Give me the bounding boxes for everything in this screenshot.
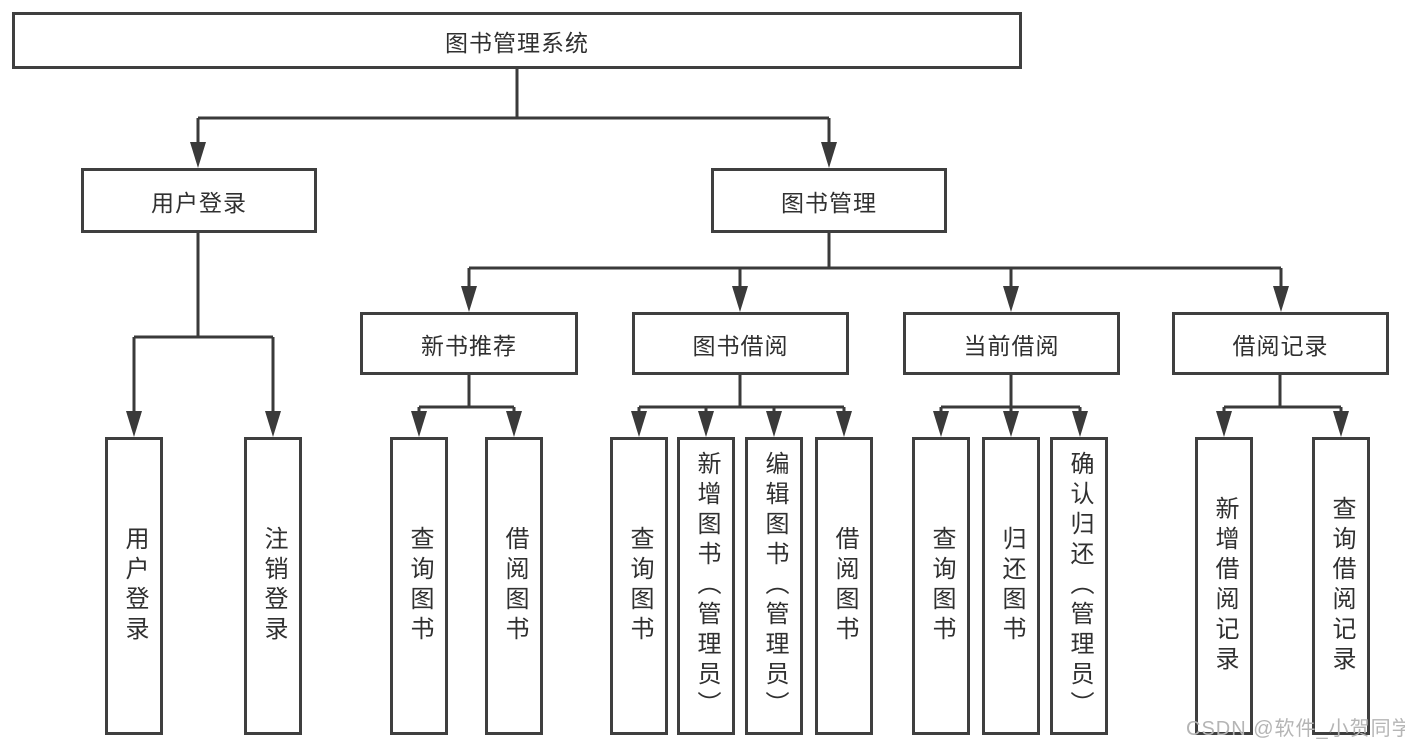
arrow-down-icon — [1003, 286, 1019, 312]
connector-book-mgmt-group — [461, 233, 1289, 312]
arrow-down-icon — [1216, 411, 1232, 437]
node-nr-borrow-books: 借阅图书 — [485, 437, 543, 735]
node-book-borrow-label: 图书借阅 — [692, 332, 789, 359]
node-cb-query-books: 查询图书 — [912, 437, 970, 735]
arrow-down-icon — [766, 411, 782, 437]
node-nr-borrow-books-label: 借阅图书 — [501, 526, 528, 646]
node-br-add-record-label: 新增借阅记录 — [1211, 496, 1238, 676]
arrow-down-icon — [631, 411, 647, 437]
connector-new-book-rec-group — [411, 375, 522, 437]
node-nr-query-books-label: 查询图书 — [406, 526, 433, 646]
arrow-down-icon — [1273, 286, 1289, 312]
node-bb-borrow-books: 借阅图书 — [815, 437, 873, 735]
node-cb-query-books-label: 查询图书 — [928, 526, 955, 646]
arrow-down-icon — [732, 286, 748, 312]
connector-current-borrow-group — [933, 375, 1088, 437]
node-cb-return-books: 归还图书 — [982, 437, 1040, 735]
node-current-borrow-label: 当前借阅 — [963, 332, 1060, 359]
arrow-down-icon — [190, 142, 206, 168]
node-login: 用户登录 — [105, 437, 163, 735]
node-new-book-rec: 新书推荐 — [360, 312, 578, 375]
connector-user-login-group — [126, 233, 281, 437]
node-user-login-label: 用户登录 — [151, 189, 247, 216]
arrow-down-icon — [126, 411, 142, 437]
arrow-down-icon — [506, 411, 522, 437]
node-bb-add-books: 新增图书（管理员） — [677, 437, 735, 735]
node-bb-edit-books: 编辑图书（管理员） — [745, 437, 803, 735]
node-bb-add-books-label: 新增图书（管理员） — [693, 451, 720, 721]
node-current-borrow: 当前借阅 — [903, 312, 1120, 375]
node-br-query-record: 查询借阅记录 — [1312, 437, 1370, 735]
arrow-down-icon — [1333, 411, 1349, 437]
arrow-down-icon — [698, 411, 714, 437]
arrow-down-icon — [933, 411, 949, 437]
node-nr-query-books: 查询图书 — [390, 437, 448, 735]
node-cb-confirm-return: 确认归还（管理员） — [1050, 437, 1108, 735]
node-borrow-records-label: 借阅记录 — [1232, 332, 1329, 359]
arrow-down-icon — [461, 286, 477, 312]
watermark: CSDN @软件_小贺同学 — [1186, 718, 1405, 740]
arrow-down-icon — [265, 411, 281, 437]
node-bb-query-books: 查询图书 — [610, 437, 668, 735]
connector-book-borrow-group — [631, 375, 852, 437]
node-login-label: 用户登录 — [121, 526, 148, 646]
node-logout-label: 注销登录 — [260, 526, 287, 646]
node-book-mgmt-label: 图书管理 — [781, 189, 877, 216]
arrow-down-icon — [1072, 411, 1088, 437]
node-cb-return-books-label: 归还图书 — [998, 526, 1025, 646]
arrow-down-icon — [836, 411, 852, 437]
node-book-borrow: 图书借阅 — [632, 312, 849, 375]
arrow-down-icon — [1003, 411, 1019, 437]
node-bb-edit-books-label: 编辑图书（管理员） — [761, 451, 788, 721]
node-root: 图书管理系统 — [12, 12, 1022, 69]
node-user-login: 用户登录 — [81, 168, 317, 233]
node-br-query-record-label: 查询借阅记录 — [1328, 496, 1355, 676]
node-br-add-record: 新增借阅记录 — [1195, 437, 1253, 735]
connector-borrow-records-group — [1216, 375, 1349, 437]
node-new-book-rec-label: 新书推荐 — [421, 332, 517, 359]
arrow-down-icon — [411, 411, 427, 437]
node-book-mgmt: 图书管理 — [711, 168, 947, 233]
node-bb-borrow-books-label: 借阅图书 — [831, 526, 858, 646]
node-borrow-records: 借阅记录 — [1172, 312, 1389, 375]
arrow-down-icon — [821, 142, 837, 168]
connector-root-group — [190, 69, 837, 168]
node-logout: 注销登录 — [244, 437, 302, 735]
node-bb-query-books-label: 查询图书 — [626, 526, 653, 646]
node-root-label: 图书管理系统 — [445, 29, 589, 56]
node-cb-confirm-return-label: 确认归还（管理员） — [1066, 451, 1093, 721]
